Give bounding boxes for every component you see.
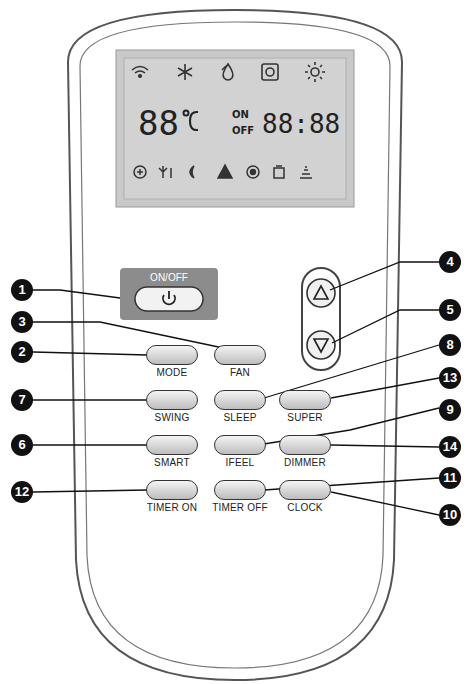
callout-number: 10 xyxy=(439,504,461,526)
button-pill xyxy=(214,480,266,500)
remote-button: SUPER xyxy=(273,390,337,423)
button-pill xyxy=(146,435,198,455)
lcd-screen xyxy=(116,50,354,207)
button-pill xyxy=(279,435,331,455)
remote-body xyxy=(68,10,402,680)
button-pill xyxy=(214,345,266,365)
button-label: SUPER xyxy=(287,412,322,423)
callout-number: 2 xyxy=(11,341,33,363)
remote-button: IFEEL xyxy=(208,435,272,468)
callout-number: 8 xyxy=(439,334,461,356)
button-pill xyxy=(146,390,198,410)
remote-button: TIMER ON xyxy=(140,480,204,513)
remote-button: FAN xyxy=(208,345,272,378)
button-label: TIMER ON xyxy=(147,502,198,513)
button-label: TIMER OFF xyxy=(212,502,268,513)
button-pill xyxy=(279,390,331,410)
callout-number: 9 xyxy=(439,399,461,421)
callout-number: 5 xyxy=(439,299,461,321)
button-label: SLEEP xyxy=(223,412,256,423)
callout-number: 1 xyxy=(11,279,33,301)
remote-button: MODE xyxy=(140,345,204,378)
callout-number: 3 xyxy=(11,311,33,333)
callout-number: 14 xyxy=(439,436,461,458)
button-pill xyxy=(146,480,198,500)
button-pill xyxy=(214,390,266,410)
callout-number: 13 xyxy=(439,367,461,389)
button-label: SMART xyxy=(154,457,190,468)
button-pill xyxy=(279,480,331,500)
callout-number: 6 xyxy=(11,434,33,456)
lcd-readout: 88 xyxy=(138,106,179,140)
up-down-buttons xyxy=(302,268,340,370)
button-label: CLOCK xyxy=(287,502,322,513)
button-label: IFEEL xyxy=(226,457,255,468)
button-label: ON/OFF xyxy=(150,272,188,283)
remote-button: SMART xyxy=(140,435,204,468)
button-pill xyxy=(214,435,266,455)
lcd-readout: OFF xyxy=(232,126,254,136)
remote-button: TIMER OFF xyxy=(208,480,272,513)
callout-number: 4 xyxy=(439,251,461,273)
button-label: FAN xyxy=(230,367,250,378)
leader-lines xyxy=(33,262,439,515)
remote-button: DIMMER xyxy=(273,435,337,468)
callout-number: 7 xyxy=(11,389,33,411)
power-button xyxy=(134,286,204,312)
button-label: SWING xyxy=(155,412,190,423)
callout-number: 11 xyxy=(439,467,461,489)
remote-button: SLEEP xyxy=(208,390,272,423)
button-label: MODE xyxy=(157,367,188,378)
callout-number: 12 xyxy=(11,481,33,503)
button-label: DIMMER xyxy=(284,457,326,468)
button-pill xyxy=(146,345,198,365)
lcd-readout: ON xyxy=(232,110,249,120)
remote-button: SWING xyxy=(140,390,204,423)
lcd-readout: 88:88 xyxy=(262,111,340,137)
power-panel: ON/OFF xyxy=(120,268,218,320)
remote-button: CLOCK xyxy=(273,480,337,513)
